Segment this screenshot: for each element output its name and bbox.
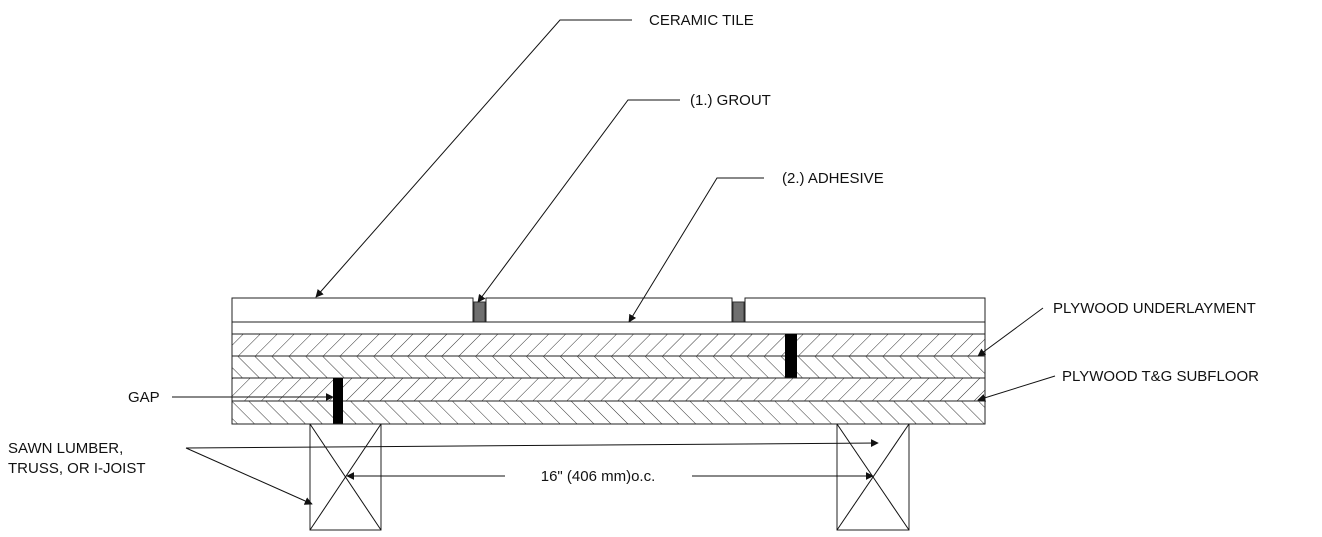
plywood-underlayment [231, 333, 986, 379]
label-grout: (1.) GROUT [690, 92, 771, 109]
ceramic-tile-right [744, 297, 986, 323]
subfloor-gap [333, 378, 343, 424]
leader-gap: GAP [128, 389, 334, 406]
label-adhesive: (2.) ADHESIVE [782, 170, 884, 187]
label-plywood-subfloor: PLYWOOD T&G SUBFLOOR [1062, 368, 1259, 385]
underlayment-gap [785, 334, 797, 378]
label-plywood-underlayment: PLYWOOD UNDERLAYMENT [1053, 300, 1256, 317]
label-gap: GAP [128, 389, 160, 406]
ceramic-tile-left [231, 297, 474, 323]
leader-grout: (1.) GROUT [477, 92, 771, 303]
ceramic-tiles [231, 297, 986, 323]
leader-joists: SAWN LUMBER, TRUSS, OR I-JOIST [8, 439, 879, 505]
grout-joint-2 [732, 301, 745, 323]
label-ceramic-tile: CERAMIC TILE [649, 12, 754, 29]
label-joist-line-1: SAWN LUMBER, [8, 440, 123, 457]
joist-right [836, 423, 910, 531]
label-joist-line-2: TRUSS, OR I-JOIST [8, 460, 146, 477]
plywood-subfloor [231, 377, 986, 425]
leader-plywood-subfloor: PLYWOOD T&G SUBFLOOR [977, 368, 1259, 402]
underlayment-ply-bottom [231, 355, 986, 379]
grout-joint-1 [473, 301, 486, 323]
underlayment-ply-top [231, 333, 986, 357]
leader-ceramic-tile: CERAMIC TILE [315, 12, 754, 298]
subfloor-ply-top [231, 377, 986, 402]
subfloor-ply-bottom [231, 400, 986, 425]
label-spacing: 16" (406 mm)o.c. [541, 468, 656, 485]
dimension-spacing: 16" (406 mm)o.c. [346, 468, 874, 485]
leader-plywood-underlayment: PLYWOOD UNDERLAYMENT [977, 300, 1256, 357]
adhesive-layer [231, 321, 986, 335]
leader-adhesive: (2.) ADHESIVE [628, 170, 884, 323]
ceramic-tile-middle [485, 297, 733, 323]
joist-left [309, 423, 382, 531]
